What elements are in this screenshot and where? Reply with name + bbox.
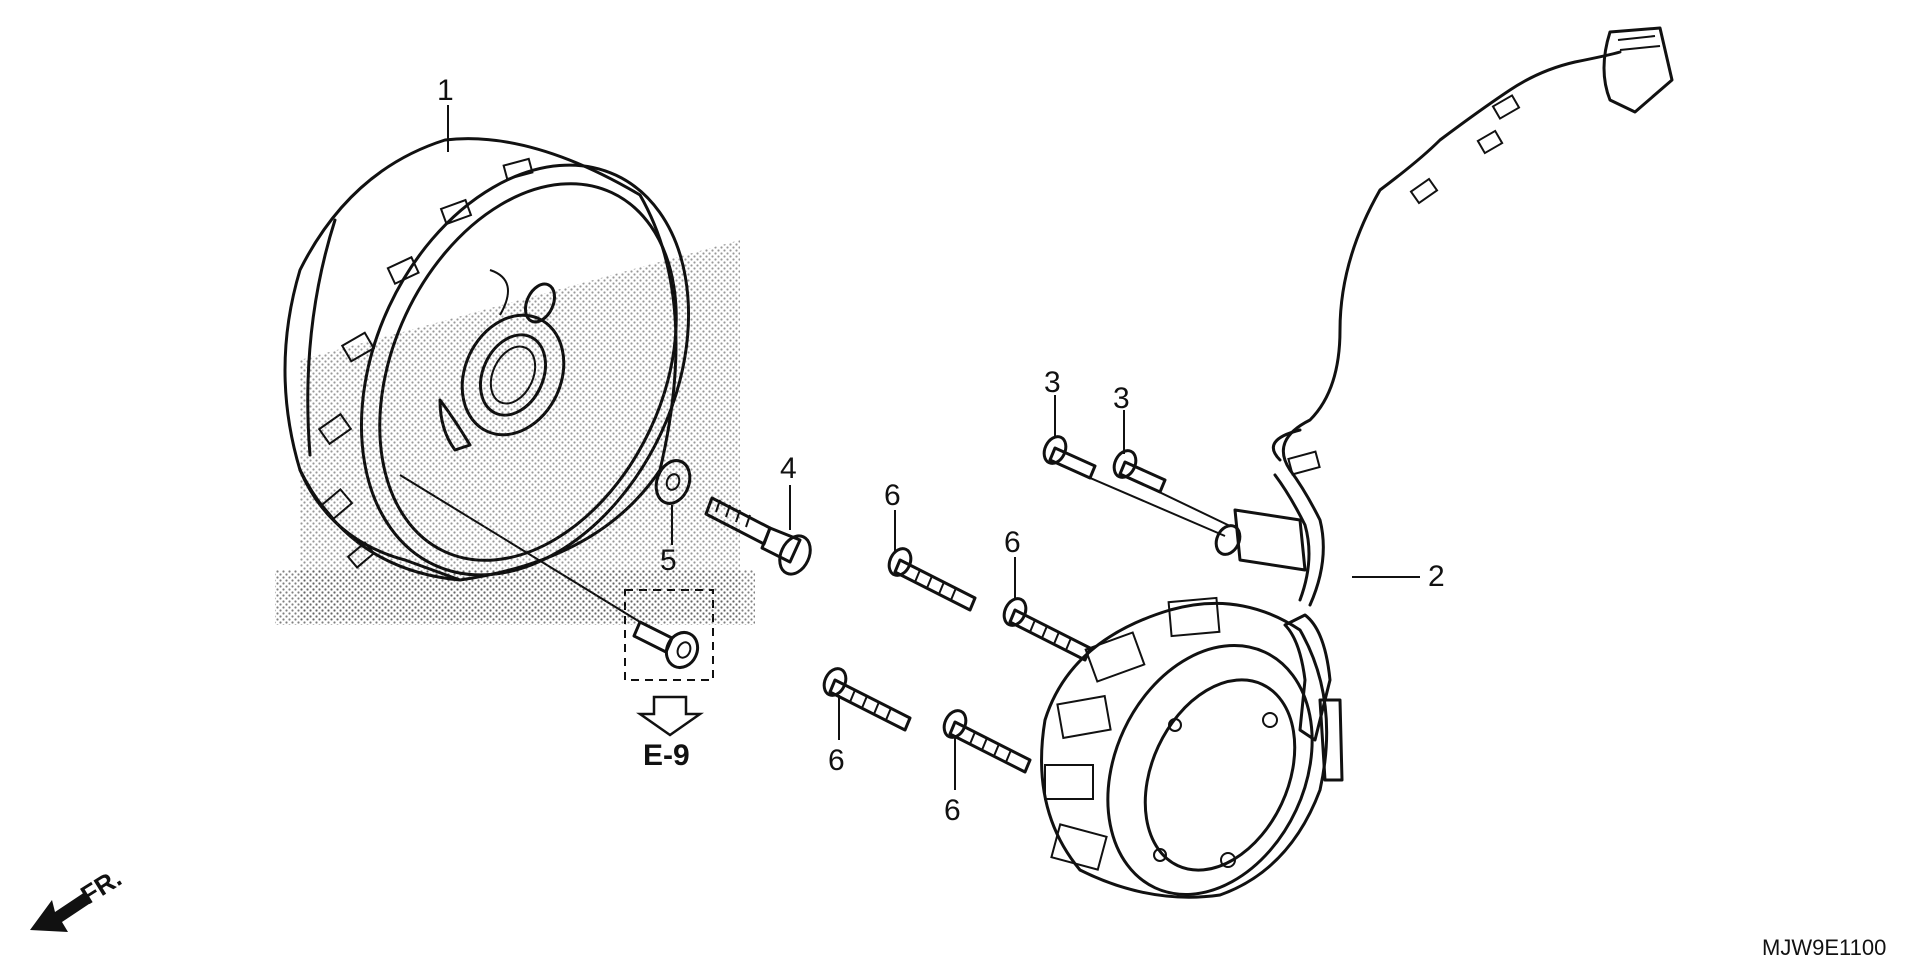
rotor-notches — [317, 157, 534, 569]
callout-6a[interactable]: 6 — [884, 479, 901, 512]
reference-dashed-box — [624, 589, 714, 681]
callout-6d[interactable]: 6 — [944, 794, 961, 827]
callout-2[interactable]: 2 — [1428, 560, 1445, 593]
callout-6c[interactable]: 6 — [828, 744, 845, 777]
reference-label[interactable]: E-9 — [643, 739, 690, 772]
front-direction-indicator: FR. — [30, 862, 127, 932]
stator-assembly[interactable] — [1040, 26, 1674, 928]
stator-bolt-d[interactable] — [940, 707, 1032, 774]
hex-socket-screw[interactable] — [632, 620, 703, 673]
callout-6b[interactable]: 6 — [1004, 526, 1021, 559]
diagram-code: MJW9E1100 — [1762, 935, 1886, 960]
leader-lines — [399, 105, 1420, 790]
stator-bolt-b[interactable] — [1000, 595, 1092, 662]
callout-4[interactable]: 4 — [780, 452, 797, 485]
callout-3b[interactable]: 3 — [1113, 382, 1130, 415]
reference-arrow-icon[interactable] — [636, 695, 704, 737]
stator-coils — [1044, 596, 1221, 871]
flywheel-bolt[interactable] — [704, 496, 816, 579]
stator-bolt-a[interactable] — [885, 545, 977, 612]
callout-5[interactable]: 5 — [660, 544, 677, 577]
screw-a[interactable] — [1040, 433, 1097, 480]
washer[interactable] — [650, 456, 695, 508]
rotor-hub — [438, 269, 566, 452]
screw-b[interactable] — [1110, 447, 1167, 494]
flywheel-rotor[interactable] — [283, 112, 752, 628]
callout-3a[interactable]: 3 — [1044, 366, 1061, 399]
callout-1[interactable]: 1 — [437, 74, 454, 107]
stator-bolt-c[interactable] — [820, 665, 912, 732]
front-arrow-icon — [30, 892, 92, 932]
